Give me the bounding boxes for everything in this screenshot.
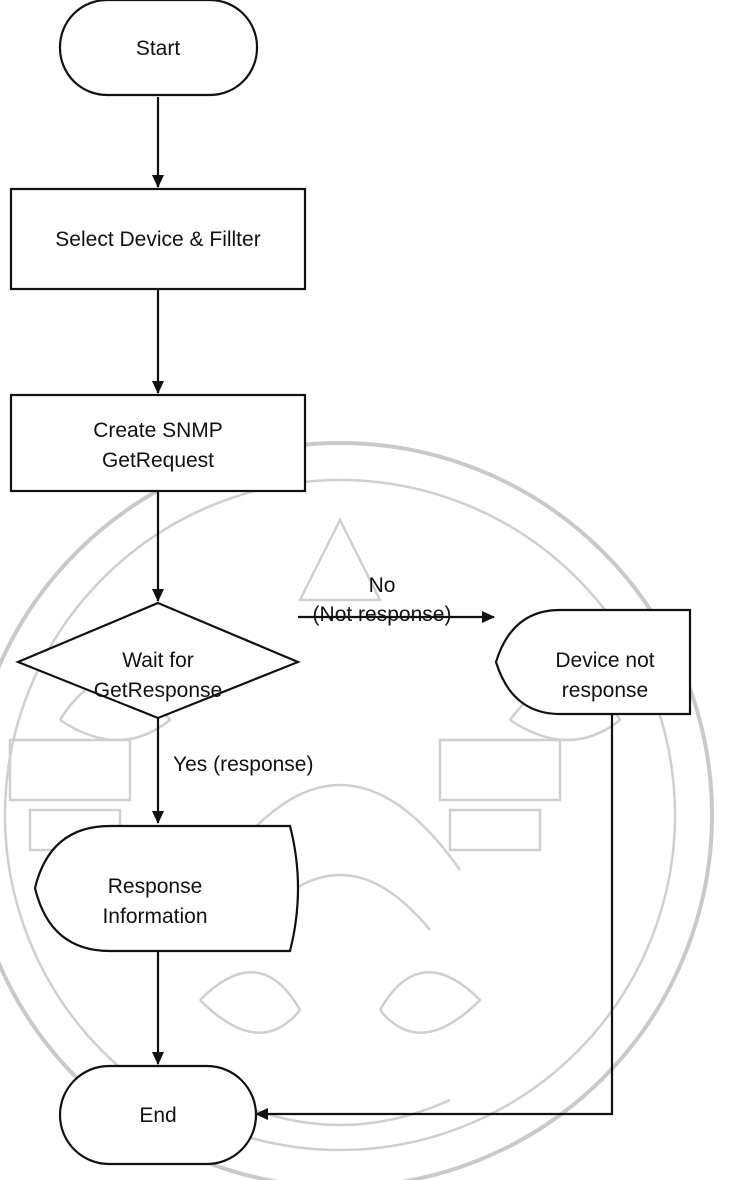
wait-response-label-line1: Wait for (122, 649, 194, 672)
device-not-response-display: Device not response (494, 608, 692, 716)
select-device-label: Select Device & Fillter (55, 228, 260, 251)
create-request-process: Create SNMP GetRequest (9, 393, 307, 493)
no-edge-label-line1: No (369, 574, 396, 597)
start-terminator: Start (58, 0, 259, 97)
select-device-process: Select Device & Fillter (9, 187, 307, 291)
end-terminator: End (58, 1064, 258, 1166)
wait-response-label-line2: GetResponse (94, 679, 222, 702)
yes-edge-label: Yes (response) (173, 753, 313, 776)
response-information-display: Response Information (33, 824, 300, 953)
end-label: End (139, 1104, 176, 1127)
create-request-label-line2: GetRequest (102, 449, 214, 472)
wait-response-decision: Wait for GetResponse (15, 601, 301, 720)
create-request-label-line1: Create SNMP (93, 419, 223, 442)
response-information-label-line1: Response (108, 875, 203, 898)
device-not-response-label-line2: response (562, 679, 648, 702)
response-information-label-line2: Information (102, 905, 207, 928)
edge-device-not-response-to-end (255, 690, 614, 1120)
start-label: Start (136, 37, 181, 60)
no-edge-label-line2: (Not response) (313, 603, 452, 626)
device-not-response-label-line1: Device not (555, 649, 654, 672)
